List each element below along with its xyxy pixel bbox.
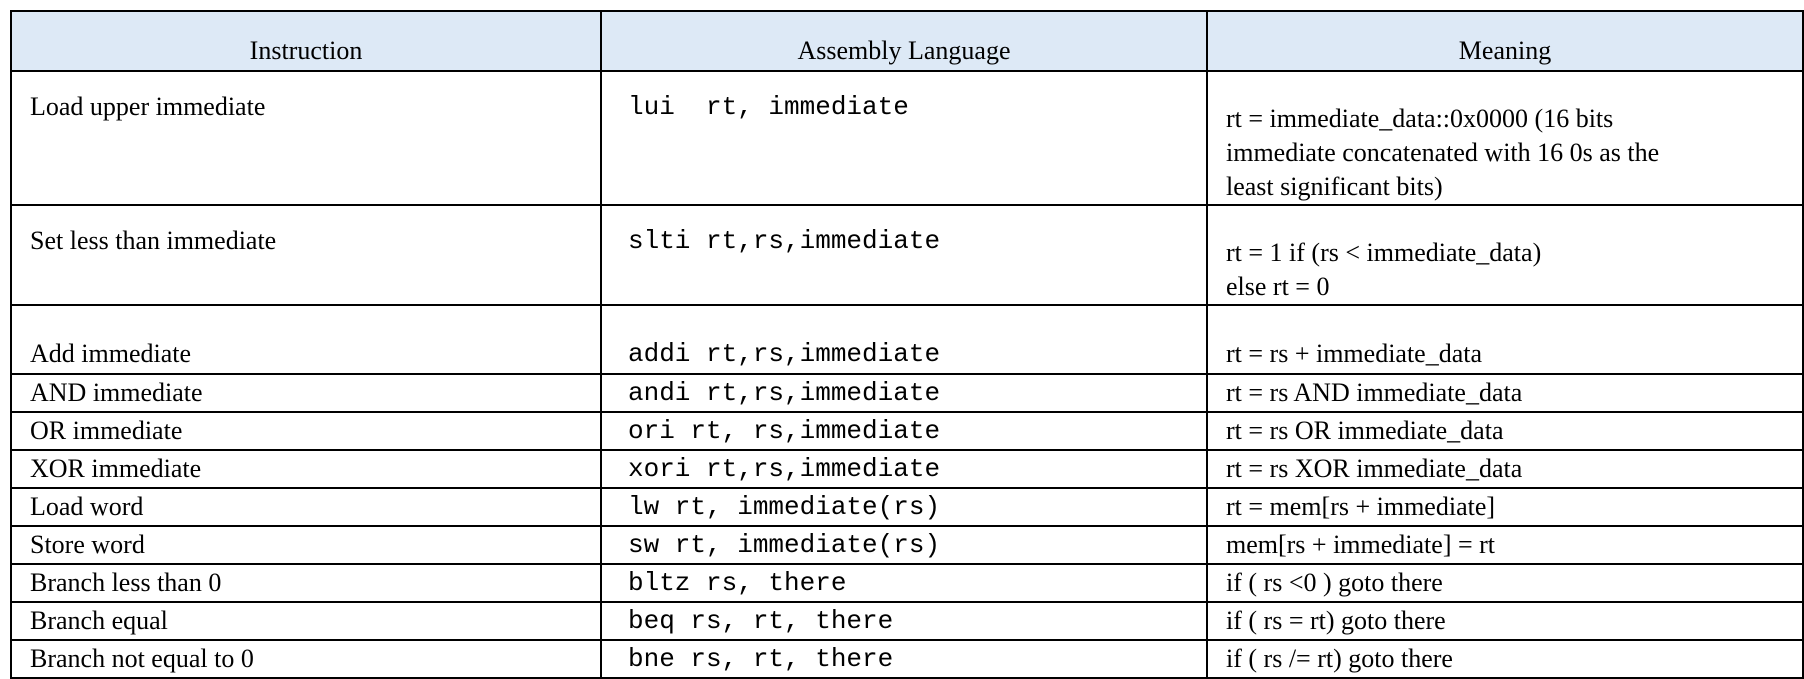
assembly-cell: lui rt, immediate xyxy=(600,71,1208,206)
meaning-line: else rt = 0 xyxy=(1226,272,1330,301)
assembly-cell: addi rt,rs,immediate xyxy=(600,305,1208,375)
instruction-cell: Add immediate xyxy=(10,305,602,375)
instruction-cell: AND immediate xyxy=(10,374,602,413)
table-row: Load upper immediate lui rt, immediate r… xyxy=(10,71,1804,206)
table-row: Branch equal beq rs, rt, there if ( rs =… xyxy=(10,602,1804,641)
table-row: Load word lw rt, immediate(rs) rt = mem[… xyxy=(10,488,1804,527)
table-row: OR immediate ori rt, rs,immediate rt = r… xyxy=(10,412,1804,451)
header-instruction: Instruction xyxy=(10,10,602,72)
instruction-cell: XOR immediate xyxy=(10,450,602,489)
assembly-cell: lw rt, immediate(rs) xyxy=(600,488,1208,527)
assembly-cell: andi rt,rs,immediate xyxy=(600,374,1208,413)
instruction-cell: OR immediate xyxy=(10,412,602,451)
table-row: Branch less than 0 bltz rs, there if ( r… xyxy=(10,564,1804,603)
meaning-cell: mem[rs + immediate] = rt xyxy=(1206,526,1804,565)
assembly-cell: bne rs, rt, there xyxy=(600,640,1208,679)
instruction-cell: Load word xyxy=(10,488,602,527)
header-row: Instruction Assembly Language Meaning xyxy=(10,10,1804,72)
meaning-cell: rt = immediate_data::0x0000 (16 bits imm… xyxy=(1206,71,1804,206)
meaning-cell: rt = rs AND immediate_data xyxy=(1206,374,1804,413)
instruction-cell: Branch less than 0 xyxy=(10,564,602,603)
instruction-cell: Store word xyxy=(10,526,602,565)
instruction-cell: Branch equal xyxy=(10,602,602,641)
meaning-cell: rt = 1 if (rs < immediate_data) else rt … xyxy=(1206,205,1804,306)
meaning-cell: if ( rs = rt) goto there xyxy=(1206,602,1804,641)
meaning-line: rt = 1 if (rs < immediate_data) xyxy=(1226,238,1542,267)
table-row: XOR immediate xori rt,rs,immediate rt = … xyxy=(10,450,1804,489)
assembly-cell: slti rt,rs,immediate xyxy=(600,205,1208,306)
header-assembly: Assembly Language xyxy=(600,10,1208,72)
instruction-cell: Load upper immediate xyxy=(10,71,602,206)
table-row: Branch not equal to 0 bne rs, rt, there … xyxy=(10,640,1804,679)
assembly-cell: beq rs, rt, there xyxy=(600,602,1208,641)
instruction-table: Instruction Assembly Language Meaning Lo… xyxy=(10,10,1804,679)
instruction-cell: Branch not equal to 0 xyxy=(10,640,602,679)
meaning-cell: if ( rs /= rt) goto there xyxy=(1206,640,1804,679)
meaning-cell: rt = mem[rs + immediate] xyxy=(1206,488,1804,527)
assembly-cell: ori rt, rs,immediate xyxy=(600,412,1208,451)
assembly-cell: bltz rs, there xyxy=(600,564,1208,603)
meaning-cell: rt = rs XOR immediate_data xyxy=(1206,450,1804,489)
assembly-cell: sw rt, immediate(rs) xyxy=(600,526,1208,565)
assembly-cell: xori rt,rs,immediate xyxy=(600,450,1208,489)
table-row: Add immediate addi rt,rs,immediate rt = … xyxy=(10,305,1804,375)
meaning-line: rt = immediate_data::0x0000 (16 bits xyxy=(1226,104,1614,133)
table-row: Set less than immediate slti rt,rs,immed… xyxy=(10,205,1804,306)
header-meaning: Meaning xyxy=(1206,10,1804,72)
meaning-cell: rt = rs OR immediate_data xyxy=(1206,412,1804,451)
meaning-line: immediate concatenated with 16 0s as the xyxy=(1226,138,1660,167)
instruction-cell: Set less than immediate xyxy=(10,205,602,306)
meaning-cell: rt = rs + immediate_data xyxy=(1206,305,1804,375)
meaning-line: least significant bits) xyxy=(1226,172,1443,201)
table-row: AND immediate andi rt,rs,immediate rt = … xyxy=(10,374,1804,413)
meaning-cell: if ( rs <0 ) goto there xyxy=(1206,564,1804,603)
table-row: Store word sw rt, immediate(rs) mem[rs +… xyxy=(10,526,1804,565)
